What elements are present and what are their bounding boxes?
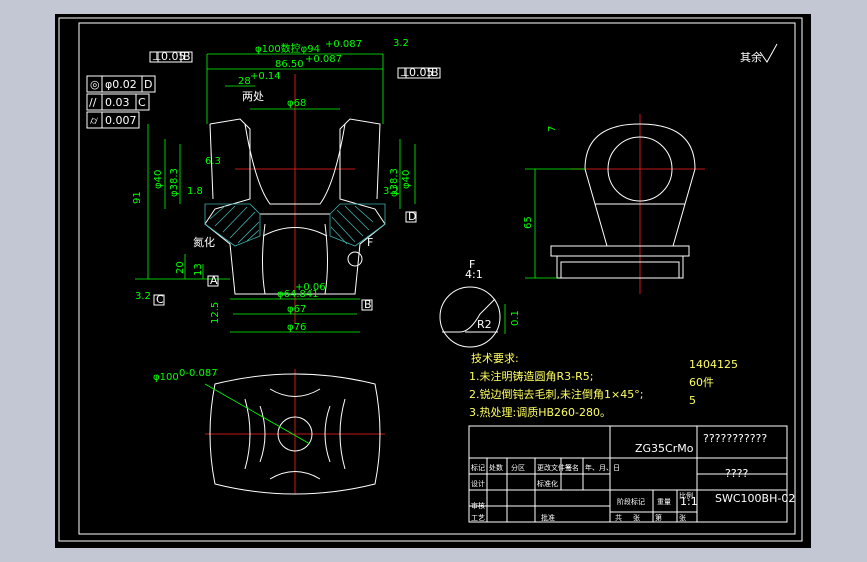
rough-18: 1.8	[187, 186, 203, 197]
notes-n3: 3.热处理:调质HB260-280。	[469, 406, 611, 419]
section-view	[204, 74, 386, 324]
datum-d: D	[408, 210, 416, 223]
dim-tol100: 0-0.087	[179, 368, 218, 379]
dim-d68: φ68	[287, 98, 306, 109]
dim-d38-right: φ38.3	[389, 168, 400, 197]
tb-ratio: 比例	[679, 491, 693, 500]
tb-company: ???????????	[703, 432, 767, 445]
tol1-ref: B	[183, 50, 191, 63]
tol5-val: 0.05	[409, 66, 434, 79]
finish-check-icon	[759, 43, 778, 63]
tol1-val: 0.05	[161, 50, 186, 63]
tb-sheet-unit: 张	[679, 513, 686, 522]
tb-review: 审核	[471, 501, 485, 510]
tol5-sym: ⊥	[400, 66, 410, 79]
dim-h20: 20	[175, 261, 186, 274]
dim-d28: 28	[238, 76, 251, 87]
dim-d100: φ100数控φ94	[255, 42, 320, 55]
tb-sheet: 张	[633, 513, 640, 522]
detail-r2: R2	[477, 318, 492, 331]
rough-3p2: 3.2	[135, 291, 151, 302]
tol3-val: 0.03	[105, 96, 130, 109]
tb-sheet-no: 第	[655, 513, 662, 522]
tb-material: ZG35CrMo	[635, 442, 694, 455]
datum-c: C	[156, 293, 164, 306]
tb-process: 工艺	[471, 514, 485, 522]
dim-d86: 86.50	[275, 59, 304, 70]
notes-n2: 2.锐边倒钝去毛刺,未注倒角1×45°;	[469, 387, 643, 401]
detail-f-label: F	[469, 258, 475, 271]
drawing-svg: φ100数控φ94 +0.087 86.50 +0.087 28 +0.14 两…	[58, 17, 803, 542]
label-two-places: 两处	[242, 90, 264, 103]
tb-stage: 阶段标记	[617, 497, 645, 506]
detail-f-scale: 4:1	[465, 268, 483, 281]
section-dimensions: φ100数控φ94 +0.087 86.50 +0.087 28 +0.14 两…	[132, 38, 417, 333]
notes-n1: 1.未注明铸造圆角R3-R5;	[469, 369, 593, 383]
dim-h13: 13	[193, 263, 204, 276]
rough-63: 6.3	[205, 156, 221, 167]
rough-32b: 3.2	[393, 38, 409, 49]
dim-h7: 7	[547, 126, 558, 132]
dim-d67: φ67	[287, 304, 306, 315]
dim-tol-top: +0.087	[325, 39, 362, 50]
side-code: 1404125	[689, 358, 738, 371]
datum-a: A	[210, 274, 218, 287]
dim-tol28: +0.14	[250, 71, 281, 82]
side-view: 65 7	[523, 114, 705, 294]
tol2-val: φ0.02	[105, 78, 137, 91]
technical-notes: 技术要求: 1.未注明铸造圆角R3-R5; 2.锐边倒钝去毛刺,未注倒角1×45…	[469, 352, 738, 419]
tb-header-0: 标记	[471, 463, 485, 472]
dim-d40-right: φ40	[401, 170, 412, 189]
dim-tol86: +0.087	[305, 54, 342, 65]
dim-h91: 91	[132, 191, 143, 204]
detail-h01: 0.1	[510, 310, 521, 326]
tb-drawing-no: SWC100BH-02	[715, 492, 795, 505]
inner-border	[78, 22, 796, 535]
drawing-canvas[interactable]: φ100数控φ94 +0.087 86.50 +0.087 28 +0.14 两…	[55, 14, 811, 548]
dim-d40-left: φ40	[153, 170, 164, 189]
dim-h65: 65	[523, 216, 534, 229]
tb-sheet-total: 共	[615, 513, 622, 522]
tb-header-2: 分区	[511, 463, 525, 472]
rough-32: 3.2	[383, 186, 399, 197]
rough-125: 12.5	[210, 302, 221, 324]
tol2-sym: ◎	[90, 78, 100, 91]
tolerance-frames: ⊥ 0.05 B ◎ φ0.02 D // 0.03 C ⌭ 0.007 ⊥ 0…	[86, 50, 441, 129]
tb-design: 设计	[471, 479, 485, 488]
side-qty: 60件	[689, 376, 714, 389]
detail-view-f: F 4:1 R2 0.1	[439, 258, 521, 348]
tol3-sym: //	[89, 96, 97, 109]
tb-standard: 标准化	[537, 479, 558, 488]
tb-weight: 重量	[657, 498, 671, 506]
label-note-small: 氮化	[193, 235, 215, 249]
dim-d76: φ76	[287, 322, 306, 333]
tb-header-4: 签名	[565, 463, 579, 472]
tol4-val: 0.007	[105, 114, 137, 127]
dim-d64: φ64.841	[277, 289, 319, 300]
outer-border	[58, 17, 803, 542]
tb-header-1: 处数	[489, 463, 503, 472]
callout-f: F	[367, 236, 373, 249]
tol1-sym: ⊥	[152, 50, 162, 63]
tol2-ref: D	[144, 78, 152, 91]
tb-scale: 1:1	[680, 495, 698, 508]
dim-d38-left: φ38.3	[169, 168, 180, 197]
tol3-ref: C	[138, 96, 146, 109]
label-rest-finish: 其余	[740, 50, 762, 64]
side-num: 5	[689, 394, 696, 407]
notes-heading: 技术要求:	[471, 352, 519, 365]
tb-approve: 批准	[541, 513, 555, 522]
tol4-sym: ⌭	[90, 114, 98, 127]
title-block: ZG35CrMo ??????????? ???? SWC100BH-02 1:…	[468, 425, 795, 523]
tb-header-3: 更改文件号	[537, 463, 572, 472]
dim-tol64: +0.06	[295, 282, 326, 293]
dim-d100-top: φ100	[153, 372, 179, 383]
tb-name: ????	[725, 467, 749, 480]
top-view: φ100 0-0.087	[153, 368, 385, 495]
datum-b: B	[364, 298, 372, 311]
tb-header-5: 年、月、日	[585, 463, 620, 472]
tol5-ref: B	[431, 66, 439, 79]
